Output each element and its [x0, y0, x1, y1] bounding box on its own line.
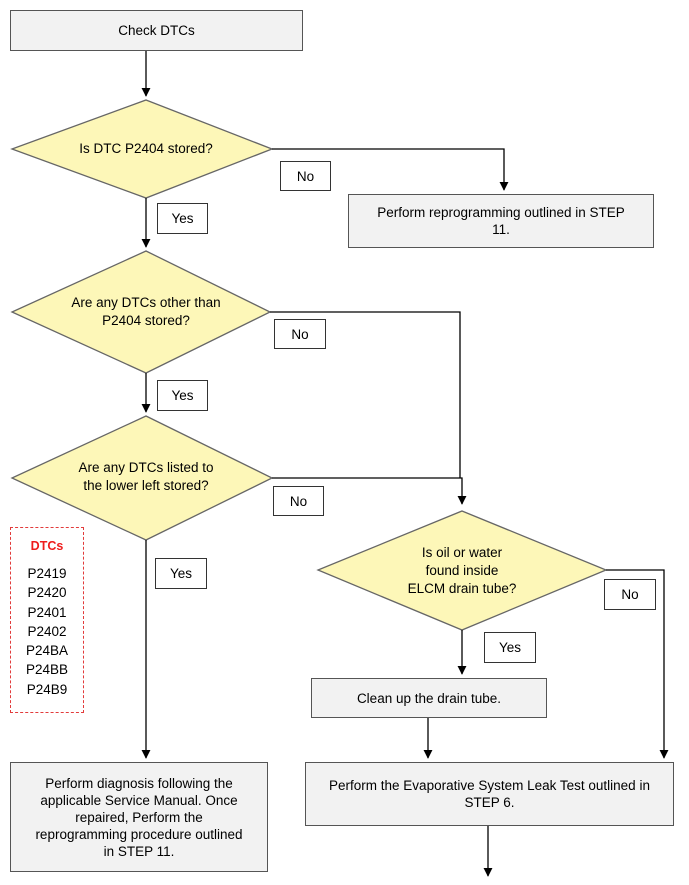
reprogram-step11-line-2: 11. [492, 222, 510, 237]
yes-label-p2404: Yes [157, 203, 208, 234]
decision-other-dtcs-line-1: Are any DTCs other than [71, 295, 221, 310]
no-label-other-dtcs: No [274, 319, 326, 349]
decision-lower-left-line-1: Are any DTCs listed to [78, 460, 214, 475]
diagnosis-line-4: reprogramming procedure outlined [35, 826, 243, 842]
dtc-code: P24BA [25, 643, 69, 659]
no-label-lower-left: No [273, 486, 324, 516]
dtc-code: P2402 [27, 623, 67, 639]
decision-oil-water-text: Is oil or water found inside ELCM drain … [362, 543, 562, 599]
no-label-p2404: No [280, 161, 331, 191]
decision-other-dtcs-text: Are any DTCs other than P2404 stored? [40, 293, 252, 331]
dtc-code: P2419 [27, 566, 67, 581]
edge-p2404-no-to-reprogram [272, 148, 509, 191]
edge-oil-no-to-evap [606, 569, 669, 759]
diagnosis-line-5: in STEP 11. [103, 843, 175, 859]
dtc-list-title: DTCs [30, 539, 64, 553]
edge-lower-no-to-oil [272, 477, 467, 505]
decision-oil-water-line-1: Is oil or water [421, 545, 503, 560]
decision-oil-water-line-3: ELCM drain tube? [407, 581, 517, 596]
diagnosis-line-2: applicable Service Manual. Once [40, 792, 238, 808]
dtc-code: P2420 [27, 585, 67, 601]
decision-oil-water-line-2: found inside [425, 563, 499, 578]
dtc-code: P2401 [27, 604, 67, 620]
diagnosis-box: Perform diagnosis following the applicab… [10, 762, 268, 872]
dtc-code: P24B9 [26, 681, 68, 697]
evap-leak-test-box: Perform the Evaporative System Leak Test… [305, 762, 674, 826]
evap-leak-test-line-2: STEP 6. [464, 795, 515, 810]
decision-other-dtcs-line-2: P2404 stored? [102, 313, 190, 328]
yes-label-oil-water: Yes [484, 632, 536, 663]
yes-label-lower-left: Yes [155, 558, 207, 589]
dtc-code: P24BB [25, 662, 69, 678]
decision-lower-left-text: Are any DTCs listed to the lower left st… [40, 458, 252, 496]
diagnosis-line-1: Perform diagnosis following the [45, 775, 233, 791]
reprogram-step11-line-1: Perform reprogramming outlined in STEP [377, 205, 625, 220]
dtc-list-box: DTCs P2419 P2420 P2401 P2402 P24BA P24BB… [10, 527, 84, 713]
check-dtcs-box: Check DTCs [10, 10, 303, 51]
reprogram-step11-box: Perform reprogramming outlined in STEP 1… [348, 194, 654, 248]
evap-leak-test-line-1: Perform the Evaporative System Leak Test… [329, 778, 650, 793]
decision-lower-left-line-2: the lower left stored? [83, 478, 209, 493]
no-label-oil-water: No [604, 579, 656, 610]
diagnosis-line-3: repaired, Perform the [75, 809, 203, 825]
yes-label-other-dtcs: Yes [157, 380, 208, 411]
edge-other-no-to-junction [270, 311, 461, 478]
dtc-code-list: P2419 P2420 P2401 P2402 P24BA P24BB P24B… [11, 564, 83, 699]
clean-drain-tube-box: Clean up the drain tube. [311, 678, 547, 718]
decision-p2404-text: Is DTC P2404 stored? [79, 141, 213, 156]
